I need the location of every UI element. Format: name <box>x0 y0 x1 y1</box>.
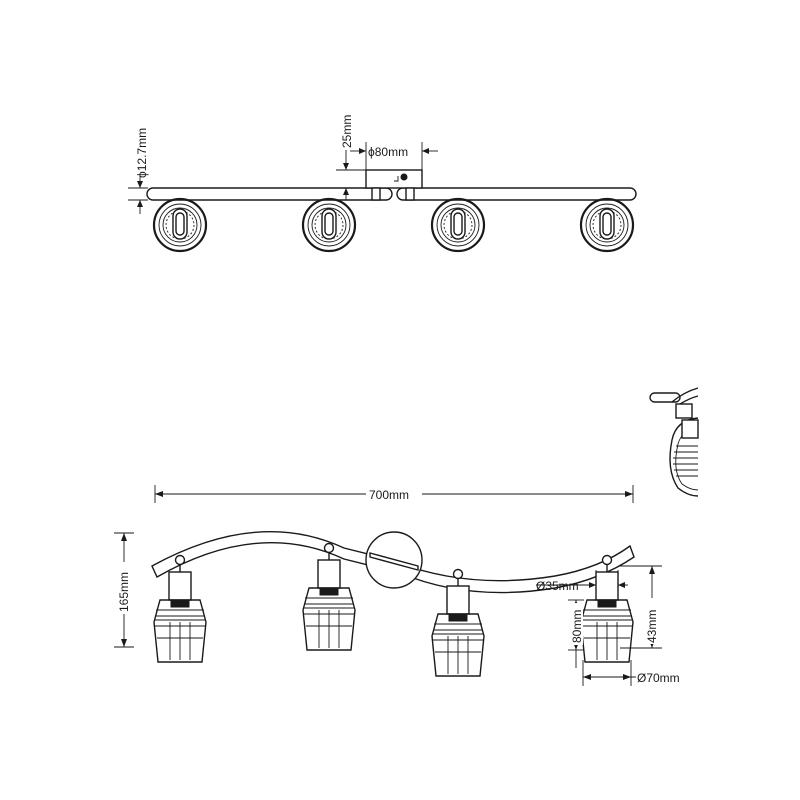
top-tube-left <box>146 187 393 201</box>
label-canopy-diameter: ϕ80mm <box>368 145 408 159</box>
canopy-screw-icon <box>400 173 408 181</box>
label-shade-height: 80mm <box>570 610 584 643</box>
label-total-length: 700mm <box>369 488 409 502</box>
top-tube-right <box>396 187 637 201</box>
label-shade-diameter: Ø70mm <box>637 671 680 685</box>
dim-tube-diameter: ϕ12.7mm <box>128 128 149 214</box>
top-spotlight-2 <box>301 197 357 253</box>
top-spotlight-4 <box>579 197 635 253</box>
dim-canopy-diameter: ϕ80mm <box>350 142 438 170</box>
top-spotlight-1 <box>152 197 208 253</box>
dim-shade-diameter: Ø70mm <box>582 660 680 686</box>
label-socket-height: 43mm <box>645 610 659 643</box>
front-view: 700mm <box>114 485 680 686</box>
dim-total-height: 165mm <box>114 532 134 648</box>
dim-socket-height: 43mm <box>620 565 662 649</box>
dim-total-length: 700mm <box>154 485 634 503</box>
label-total-height: 165mm <box>117 572 131 612</box>
top-canopy <box>365 169 423 189</box>
label-tube-diameter: ϕ12.7mm <box>135 128 149 178</box>
dim-socket-diameter: Ø35mm <box>536 570 628 593</box>
dim-shade-height: 80mm <box>568 599 584 668</box>
front-spotlight-4 <box>580 554 634 663</box>
dim-canopy-height: 25mm <box>336 115 366 200</box>
front-spotlight-1 <box>153 554 207 663</box>
label-canopy-height: 25mm <box>340 115 354 148</box>
label-socket-diameter: Ø35mm <box>536 579 579 593</box>
wave-bar-left <box>151 530 393 578</box>
side-detail-view <box>649 387 699 497</box>
top-view: ϕ12.7mm 25mm ϕ80mm <box>128 115 637 253</box>
top-spotlight-3 <box>430 197 486 253</box>
wave-bar-right <box>394 544 635 594</box>
